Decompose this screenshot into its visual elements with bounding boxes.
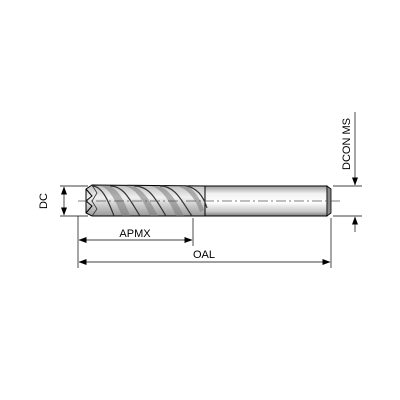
oal-dimension: OAL: [77, 218, 332, 268]
tool-flutes: [85, 184, 208, 217]
apmx-label: APMX: [119, 228, 151, 240]
dc-label: DC: [38, 193, 50, 209]
apmx-dimension: APMX: [77, 216, 194, 246]
oal-label: OAL: [193, 249, 215, 261]
dc-dimension: DC: [38, 185, 88, 217]
dcon-ms-label: DCON MS: [341, 118, 353, 170]
dcon-ms-dimension: DCON MS: [333, 112, 362, 232]
